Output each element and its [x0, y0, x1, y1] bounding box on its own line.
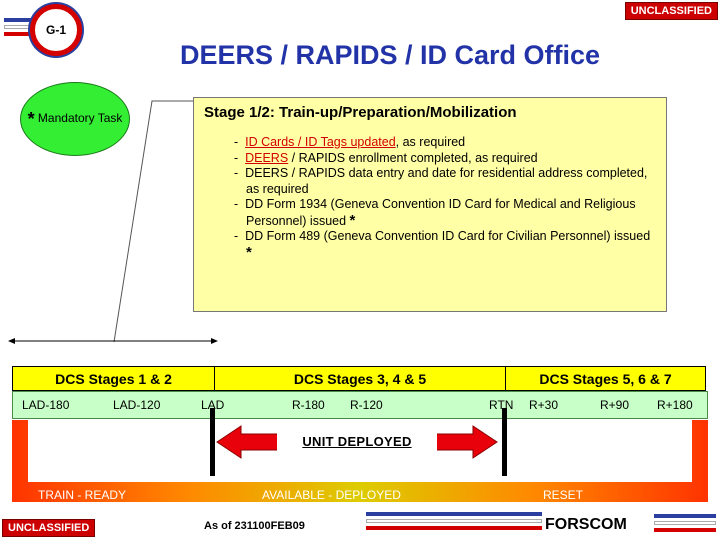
- mandatory-star-icon: *: [246, 243, 252, 261]
- timeline-label: RTN: [489, 398, 514, 412]
- stage-details-box: Stage 1/2: Train-up/Preparation/Mobiliza…: [193, 97, 667, 312]
- unit-deployed-label: UNIT DEPLOYED: [302, 434, 412, 449]
- dcs-stage-3-5: DCS Stages 3, 4 & 5: [215, 367, 506, 390]
- timeline-label: R+180: [657, 398, 693, 412]
- mandatory-task-legend: * Mandatory Task: [20, 82, 130, 156]
- return-marker-bar: [502, 408, 507, 476]
- list-item: - DEERS / RAPIDS data entry and date for…: [234, 166, 648, 196]
- g1-badge: G-1: [30, 4, 82, 56]
- id-cards-link[interactable]: ID Cards / ID Tags updated: [245, 135, 396, 149]
- list-item: - ID Cards / ID Tags updated, as require…: [234, 135, 466, 149]
- deers-link[interactable]: DEERS: [245, 150, 289, 165]
- stage-span-arrow: [8, 338, 218, 344]
- forscom-label: FORSCOM: [545, 516, 627, 533]
- classification-banner-bottom: UNCLASSIFIED: [2, 519, 96, 537]
- dcs-stages-row: DCS Stages 1 & 2 DCS Stages 3, 4 & 5 DCS…: [12, 366, 706, 391]
- unit-deployed-arrow-icon: [216, 425, 498, 459]
- mandatory-star-icon: *: [27, 109, 35, 129]
- deploy-marker-bar: [210, 408, 215, 476]
- list-item: - DD Form 1934 (Geneva Convention ID Car…: [234, 197, 636, 229]
- page-title: DEERS / RAPIDS / ID Card Office: [179, 40, 601, 70]
- g1-badge-label: G-1: [45, 23, 66, 37]
- stage-task-list: - ID Cards / ID Tags updated, as require…: [204, 135, 656, 261]
- corner-logo-stripes: [654, 514, 716, 535]
- phase-available-deployed: AVAILABLE - DEPLOYED: [262, 488, 401, 502]
- timeline-label: LAD-180: [22, 398, 70, 412]
- timeline-label: R-180: [292, 398, 325, 412]
- list-item: - DD Form 489 (Geneva Convention ID Card…: [234, 229, 651, 261]
- mandatory-star-icon: *: [349, 211, 356, 229]
- dcs-stage-1-2: DCS Stages 1 & 2: [13, 367, 215, 390]
- classification-banner-top: UNCLASSIFIED: [624, 2, 718, 20]
- timeline-label: R-120: [350, 398, 383, 412]
- as-of-date: As of 231100FEB09: [204, 520, 305, 532]
- list-item: - DEERS / RAPIDS enrollment completed, a…: [234, 150, 538, 165]
- dcs-stage-5-7: DCS Stages 5, 6 & 7: [506, 367, 705, 390]
- phase-train-ready: TRAIN - READY: [38, 488, 127, 502]
- phase-reset: RESET: [543, 488, 584, 502]
- timeline-label: R+30: [529, 398, 559, 412]
- stage-title: Stage 1/2: Train-up/Preparation/Mobiliza…: [204, 104, 517, 121]
- timeline-label: R+90: [600, 398, 630, 412]
- mandatory-label: Mandatory Task: [37, 111, 123, 125]
- forscom-logo-stripes: [366, 512, 542, 533]
- timeline-bar: LAD-180 LAD-120 LAD R-180 R-120 RTN R+30…: [12, 391, 708, 419]
- timeline-label: LAD: [201, 398, 225, 412]
- timeline-label: LAD-120: [113, 398, 161, 412]
